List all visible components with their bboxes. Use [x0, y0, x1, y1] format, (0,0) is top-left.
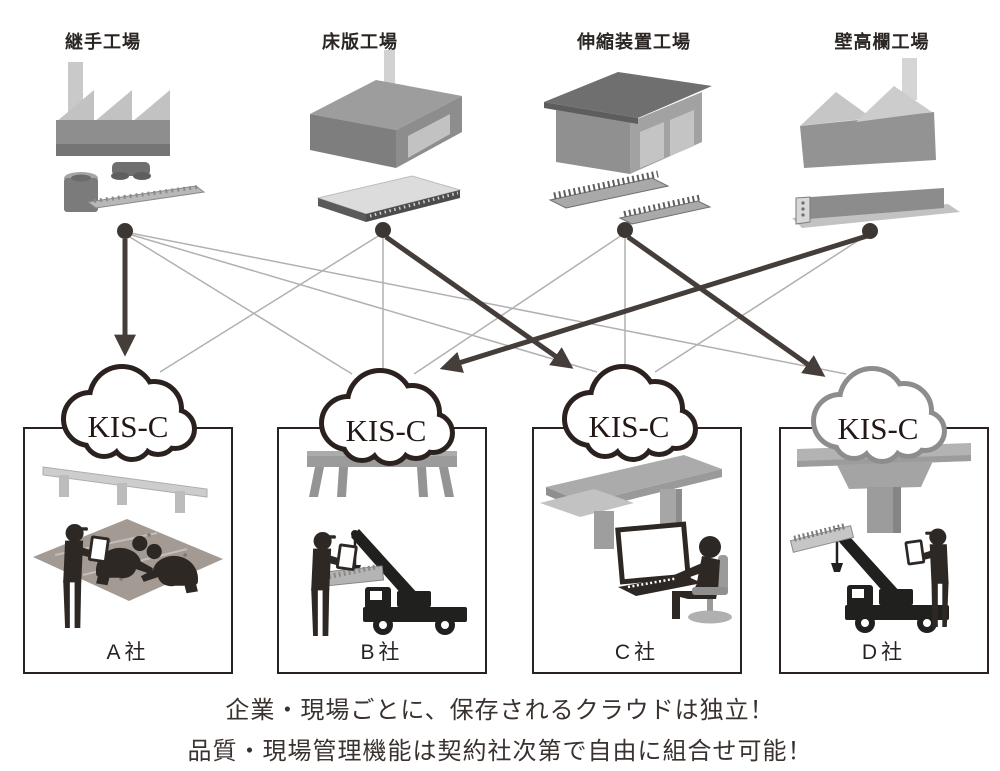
- caption-function-combination: 品質・現場管理機能は契約社次第で自由に組合せ可能！: [187, 738, 813, 765]
- cloud-a: KIS-C: [66, 369, 192, 457]
- company-label-b: B社: [360, 641, 404, 664]
- caption-cloud-independence: 企業・現場ごとに、保存されるクラウドは独立！: [225, 697, 775, 724]
- deck-slab-factory-icon: [310, 50, 462, 222]
- scene-operator-at-computer: [540, 455, 732, 624]
- company-label-a: A社: [106, 641, 150, 664]
- company-label-d: D社: [861, 641, 907, 664]
- cloud-b-label: KIS-C: [346, 413, 427, 448]
- company-label-c: C社: [614, 641, 660, 664]
- factory-label-deck-slab: 床版工場: [322, 32, 398, 52]
- joint-factory-icon: [56, 62, 206, 212]
- thin-links: [124, 231, 871, 375]
- company-box-a: A社: [23, 427, 233, 674]
- thick-arrow-links: [113, 233, 868, 377]
- factory-node-dots: [117, 222, 878, 239]
- company-box-c: C社: [532, 427, 742, 674]
- cloud-b: KIS-C: [324, 373, 450, 461]
- factory-label-parapet: 壁高欄工場: [834, 32, 930, 52]
- cloud-c-label: KIS-C: [589, 409, 670, 444]
- expansion-joint-factory-icon: [544, 72, 712, 225]
- kis-c-clouds: KIS-C KIS-C KIS-C KIS-C: [0, 0, 1000, 480]
- factory-label-expansion-joint: 伸縮装置工場: [577, 32, 691, 52]
- factory-label-joint: 継手工場: [65, 32, 141, 52]
- cloud-d-label: KIS-C: [838, 411, 919, 446]
- cloud-a-label: KIS-C: [88, 409, 169, 444]
- connection-lines: [113, 222, 878, 377]
- cloud-d: KIS-C: [816, 371, 942, 459]
- parapet-factory-icon: [792, 58, 960, 228]
- company-box-b: B社: [277, 427, 487, 674]
- scene-workers-inspecting-slab: [33, 466, 223, 630]
- cloud-c: KIS-C: [567, 369, 693, 457]
